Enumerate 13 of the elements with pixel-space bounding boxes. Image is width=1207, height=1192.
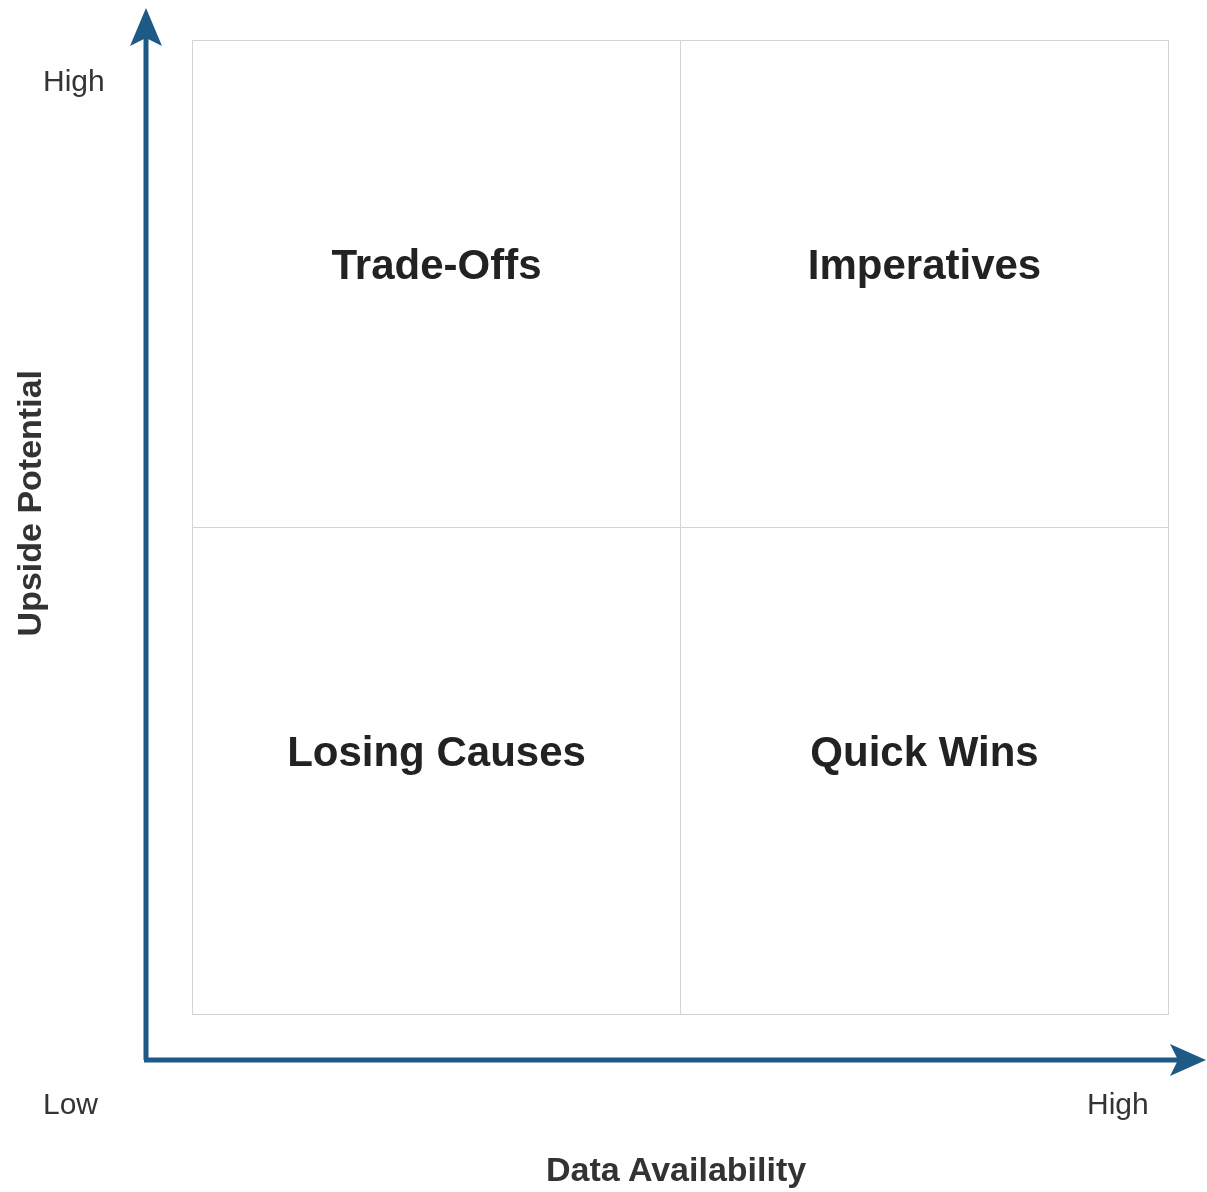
quadrant-title: Losing Causes bbox=[286, 728, 587, 776]
quadrant-panel bbox=[192, 40, 681, 528]
quadrant-title: Quick Wins bbox=[809, 728, 1040, 776]
quadrant-title: Imperatives bbox=[806, 241, 1043, 289]
quadrant-panel bbox=[192, 527, 681, 1015]
axis-title: Data Availability bbox=[546, 1150, 807, 1189]
axis-tick-label: Low bbox=[43, 1087, 99, 1121]
axis-title: Upside Potential bbox=[10, 370, 49, 637]
quadrant-title: Trade-Offs bbox=[330, 241, 543, 289]
axis-tick-label: High bbox=[1087, 1087, 1149, 1121]
quadrant-panel bbox=[680, 40, 1169, 528]
quadrant-panel bbox=[680, 527, 1169, 1015]
axis-tick-label: High bbox=[43, 64, 105, 98]
